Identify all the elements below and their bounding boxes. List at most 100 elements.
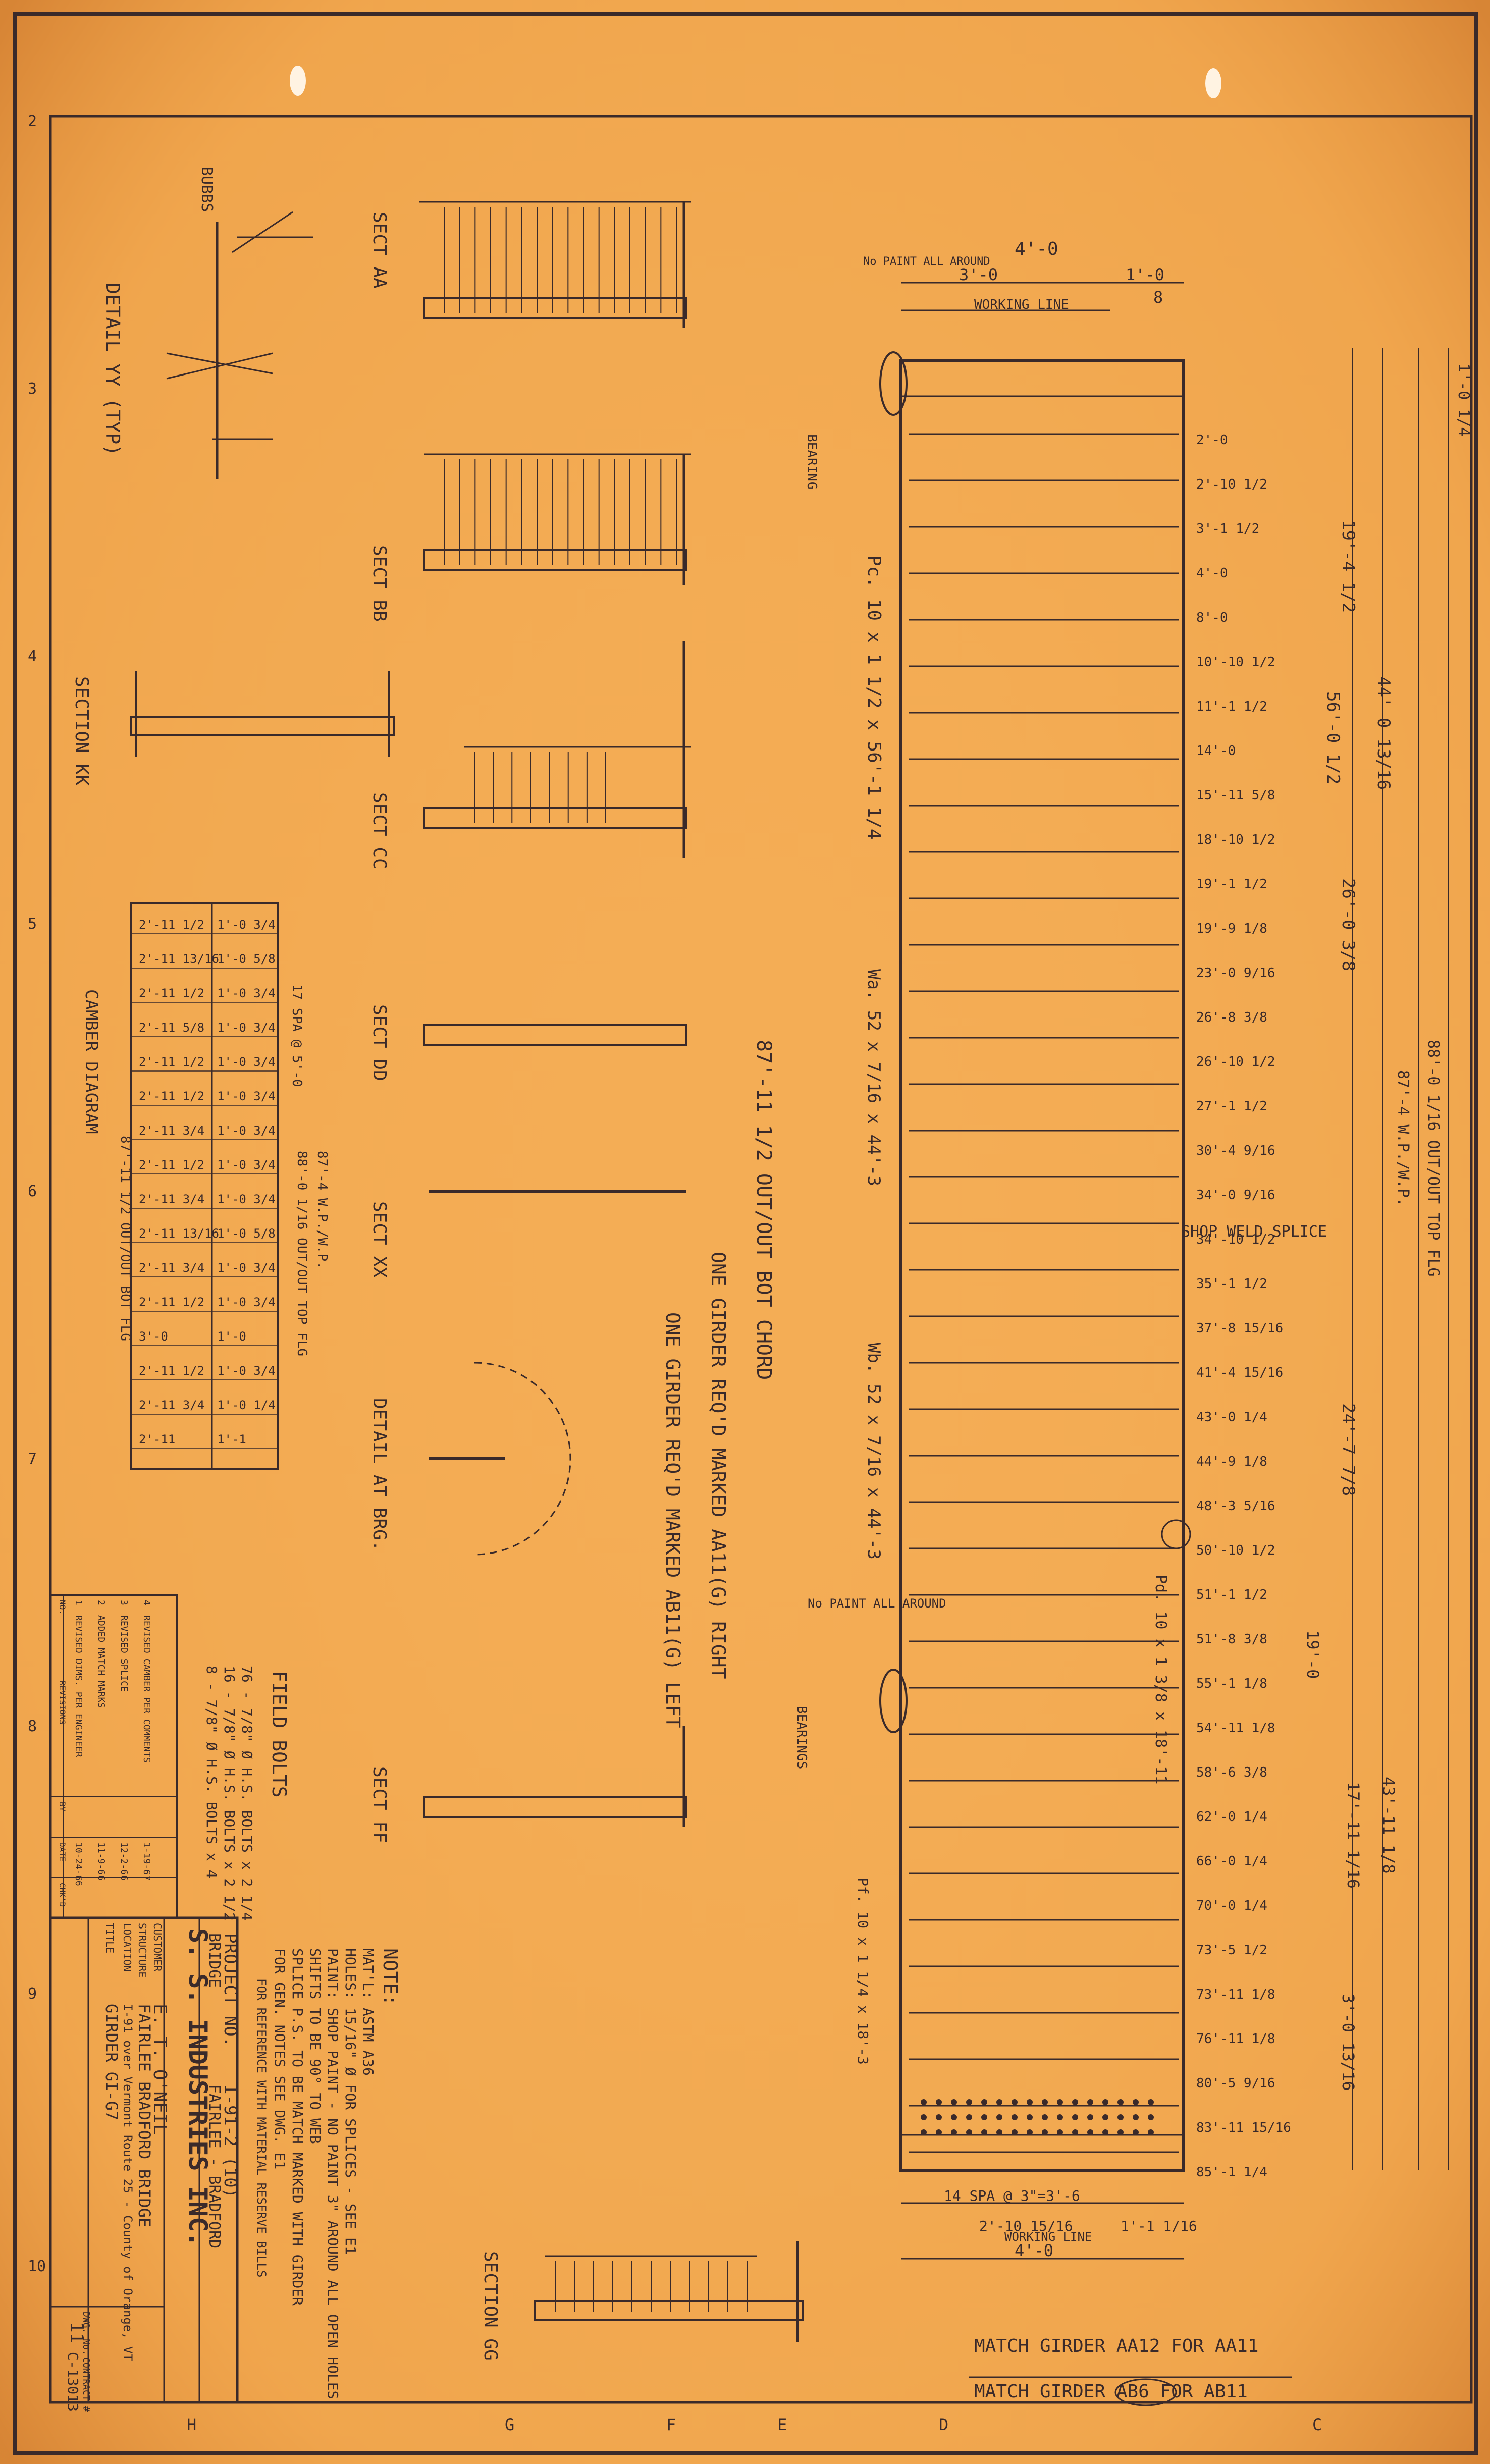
section-title: SECT CC (369, 792, 390, 869)
note-line: FOR GEN. NOTES SEE DWG. E1 (272, 1948, 288, 2169)
bolt-hole (1148, 2099, 1154, 2105)
stiffener-dim: 51'-8 3/8 (1196, 1632, 1267, 1647)
field-bolts-title: FIELD BOLTS (268, 1671, 290, 1798)
note-line: MAT'L: ASTM A36 (360, 1948, 377, 2076)
stiffener-dimensions: 2'-02'-10 1/23'-1 1/24'-08'-010'-10 1/21… (1196, 433, 1291, 2180)
bolt-hole (1133, 2114, 1139, 2120)
stiffener-dim: 55'-1 1/8 (1196, 1676, 1267, 1691)
stiffener-dim: 43'-0 1/4 (1196, 1410, 1267, 1425)
bottom-dim: 14 SPA @ 3"=3'-6 (944, 2187, 1080, 2204)
camber-value: 1'-0 3/4 (217, 1261, 276, 1275)
match-line: MATCH GIRDER AB6 FOR AB11 (974, 2381, 1248, 2402)
bolt-hole (951, 2099, 957, 2105)
bolt-hole (966, 2129, 972, 2135)
match-notes: MATCH GIRDER AA12 FOR AA11 MATCH GIRDER … (969, 2336, 1292, 2406)
bolt-hole (996, 2129, 1002, 2135)
bottom-dim: 1'-1 1/16 (1121, 2218, 1197, 2234)
stiffener-dim: 34'-10 1/2 (1196, 1232, 1275, 1247)
stiffener-dim: 41'-4 15/16 (1196, 1365, 1283, 1380)
rev-no: 1 (73, 1600, 84, 1605)
camber-value: 1'-0 3/4 (217, 1192, 276, 1206)
camber-value: 1'-0 5/8 (217, 1226, 276, 1241)
camber-value: 2'-11 13/16 (139, 952, 219, 966)
top-dim: 4'-0 (1015, 239, 1058, 259)
right-dim: 1'-0 1/4 (1455, 363, 1472, 437)
stiffener-dim: 51'-1 1/2 (1196, 1587, 1267, 1602)
company-name: S. S. INDUSTRIES INC. (183, 1928, 212, 2247)
grid-letter: F (666, 2415, 676, 2434)
stiffener-dim: 26'-10 1/2 (1196, 1054, 1275, 1069)
bolt-hole (1102, 2129, 1108, 2135)
bolt-hole (1118, 2129, 1124, 2135)
structure-label: STRUCTURE (136, 1923, 148, 1977)
camber-dim: 87'-11 1/2 OUT/OUT BOT FLG (118, 1136, 133, 1341)
stiffener-dim: 34'-0 9/16 (1196, 1188, 1275, 1203)
stiffener-dim: 19'-9 1/8 (1196, 921, 1267, 936)
grid-letter: H (187, 2415, 196, 2434)
no-paint-zone (879, 1669, 908, 1733)
stiffener-dim: 2'-0 (1196, 433, 1228, 448)
inner-border (49, 115, 1473, 2404)
no-paint-note: No PAINT ALL AROUND (863, 255, 990, 268)
note-line: SHIFTS TO BE 90° TO WEB (307, 1948, 324, 2144)
detail-yy: DETAIL YY (TYP) BUBBS (101, 167, 313, 479)
grid-number: 7 (28, 1450, 37, 1468)
stiffener-dim: 26'-8 3/8 (1196, 1010, 1267, 1025)
right-dim: 24'-7 7/8 (1338, 1403, 1358, 1496)
grid-letter: C (1312, 2415, 1322, 2434)
bolt-hole (1012, 2114, 1018, 2120)
bolt-hole (1087, 2114, 1093, 2120)
splice-marker (1161, 1519, 1191, 1549)
bolt-hole (921, 2099, 927, 2105)
rev-date: 10-24-66 (73, 1842, 84, 1886)
stiffener-dim: 54'-11 1/8 (1196, 1721, 1275, 1736)
right-dim: 19'-4 1/2 (1338, 520, 1358, 613)
camber-value: 1'-0 3/4 (217, 1364, 276, 1378)
detail-note: BUBBS (198, 167, 216, 212)
stiffener-dim: 19'-1 1/2 (1196, 877, 1267, 892)
girder-req-note: ONE GIRDER REQ'D MARKED AB11(G) LEFT (662, 1312, 684, 1728)
bearing-label: BEARING (804, 434, 819, 490)
web-plate-label: Wb. 52 x 7/16 x 44'-3 (864, 1343, 884, 1560)
top-dim: 3'-0 (959, 265, 998, 284)
stiffener-dim: 44'-9 1/8 (1196, 1454, 1267, 1469)
stiffener-dim: 66'-0 1/4 (1196, 1854, 1267, 1869)
rev-date: 1-19-67 (141, 1842, 152, 1881)
right-dim: 17'-11 1/16 (1344, 1782, 1363, 1889)
rev-no: 3 (119, 1600, 129, 1605)
note-line: FOR REFERENCE WITH MATERIAL RESERVE BILL… (254, 1978, 269, 2277)
stiffener-dim: 2'-10 1/2 (1196, 477, 1267, 492)
right-dim: 44'-0 13/16 (1373, 676, 1394, 790)
stiffener-dim: 50'-10 1/2 (1196, 1543, 1275, 1558)
bearing-label: BEARINGS (794, 1706, 809, 1769)
rev-text: ADDED MATCH MARKS (96, 1615, 107, 1708)
section-title: SECT DD (369, 1004, 390, 1081)
grid-number: 10 (28, 2258, 46, 2275)
camber-dim: 17 SPA @ 5'-0 (289, 984, 304, 1087)
camber-value: 2'-11 5/8 (139, 1021, 204, 1035)
bolt-hole (1042, 2129, 1048, 2135)
bolt-hole (1133, 2129, 1139, 2135)
location: I-91 over Vermont Route 25 - County of O… (121, 2004, 135, 2361)
stiffener-dim: 85'-1 1/4 (1196, 2165, 1267, 2180)
note-line: HOLES: 15/16" Ø FOR SPLICES - SEE E1 (342, 1948, 359, 2255)
bolt-hole (1072, 2099, 1078, 2105)
grid-number: 4 (28, 648, 37, 665)
customer: E. T. O'NEIL (149, 2004, 170, 2135)
punch-hole (1205, 68, 1221, 98)
camber-value: 2'-11 (139, 1432, 175, 1447)
stiffener-dim: 27'-1 1/2 (1196, 1099, 1267, 1114)
stiffener-dim: 15'-11 5/8 (1196, 788, 1275, 803)
section-title: SECT FF (369, 1766, 390, 1843)
location-label: LOCATION (121, 1923, 133, 1971)
bolt-hole (981, 2129, 987, 2135)
splice-bolt-rows (921, 2099, 1154, 2135)
field-bolt-line: 16 - 7/8" Ø H.S. BOLTS x 2 1/2 (221, 1666, 238, 1921)
camber-value: 1'-0 3/4 (217, 1158, 276, 1172)
bolt-hole (921, 2129, 927, 2135)
rev-date: 12-2-66 (119, 1842, 129, 1881)
flange-plate-label: Pc. 10 x 1 1/2 x 56'-1 1/4 (864, 555, 884, 840)
